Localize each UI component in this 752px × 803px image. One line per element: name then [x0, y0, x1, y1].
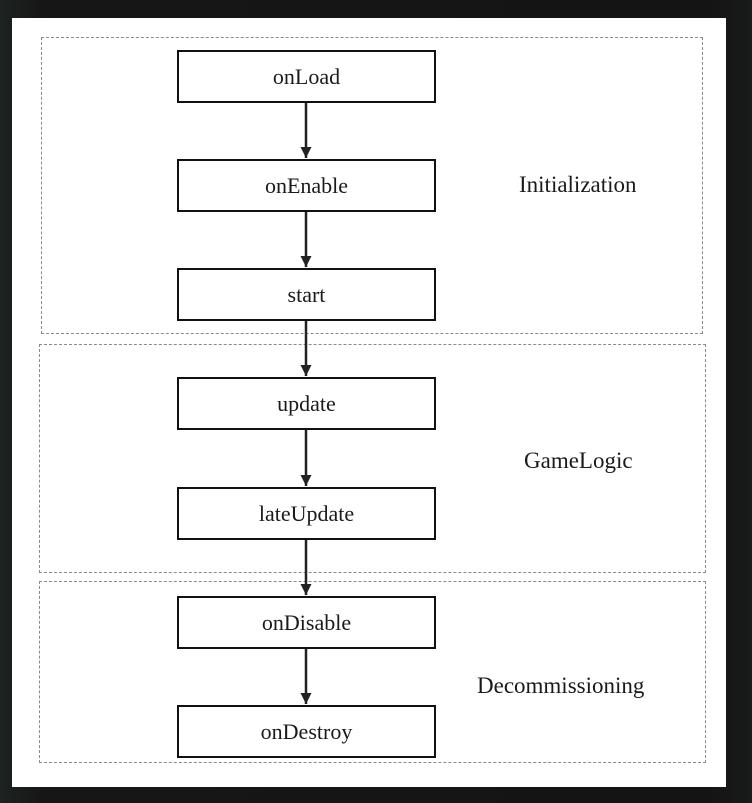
node-update: update — [177, 377, 436, 430]
group-initialization — [41, 37, 703, 334]
node-ondestroy: onDestroy — [177, 705, 436, 758]
group-decommissioning — [39, 581, 706, 763]
group-label-initialization: Initialization — [519, 172, 637, 197]
node-ondestroy-label: onDestroy — [260, 718, 353, 744]
flow-arrows — [300, 102, 312, 704]
node-start-label: start — [287, 281, 326, 307]
group-gamelogic — [39, 344, 706, 573]
node-onload-label: onLoad — [272, 63, 341, 89]
node-lateupdate: lateUpdate — [177, 487, 436, 540]
node-onenable-label: onEnable — [264, 172, 349, 198]
group-label-decommissioning: Decommissioning — [477, 673, 645, 698]
lifecycle-diagram: Initialization GameLogic Decommissioning… — [12, 18, 726, 787]
node-ondisable: onDisable — [177, 596, 436, 649]
node-ondisable-label: onDisable — [261, 609, 352, 635]
node-onenable: onEnable — [177, 159, 436, 212]
node-start: start — [177, 268, 436, 321]
group-label-gamelogic: GameLogic — [524, 448, 633, 473]
node-lateupdate-label: lateUpdate — [258, 500, 355, 526]
node-onload: onLoad — [177, 50, 436, 103]
node-update-label: update — [277, 390, 336, 416]
